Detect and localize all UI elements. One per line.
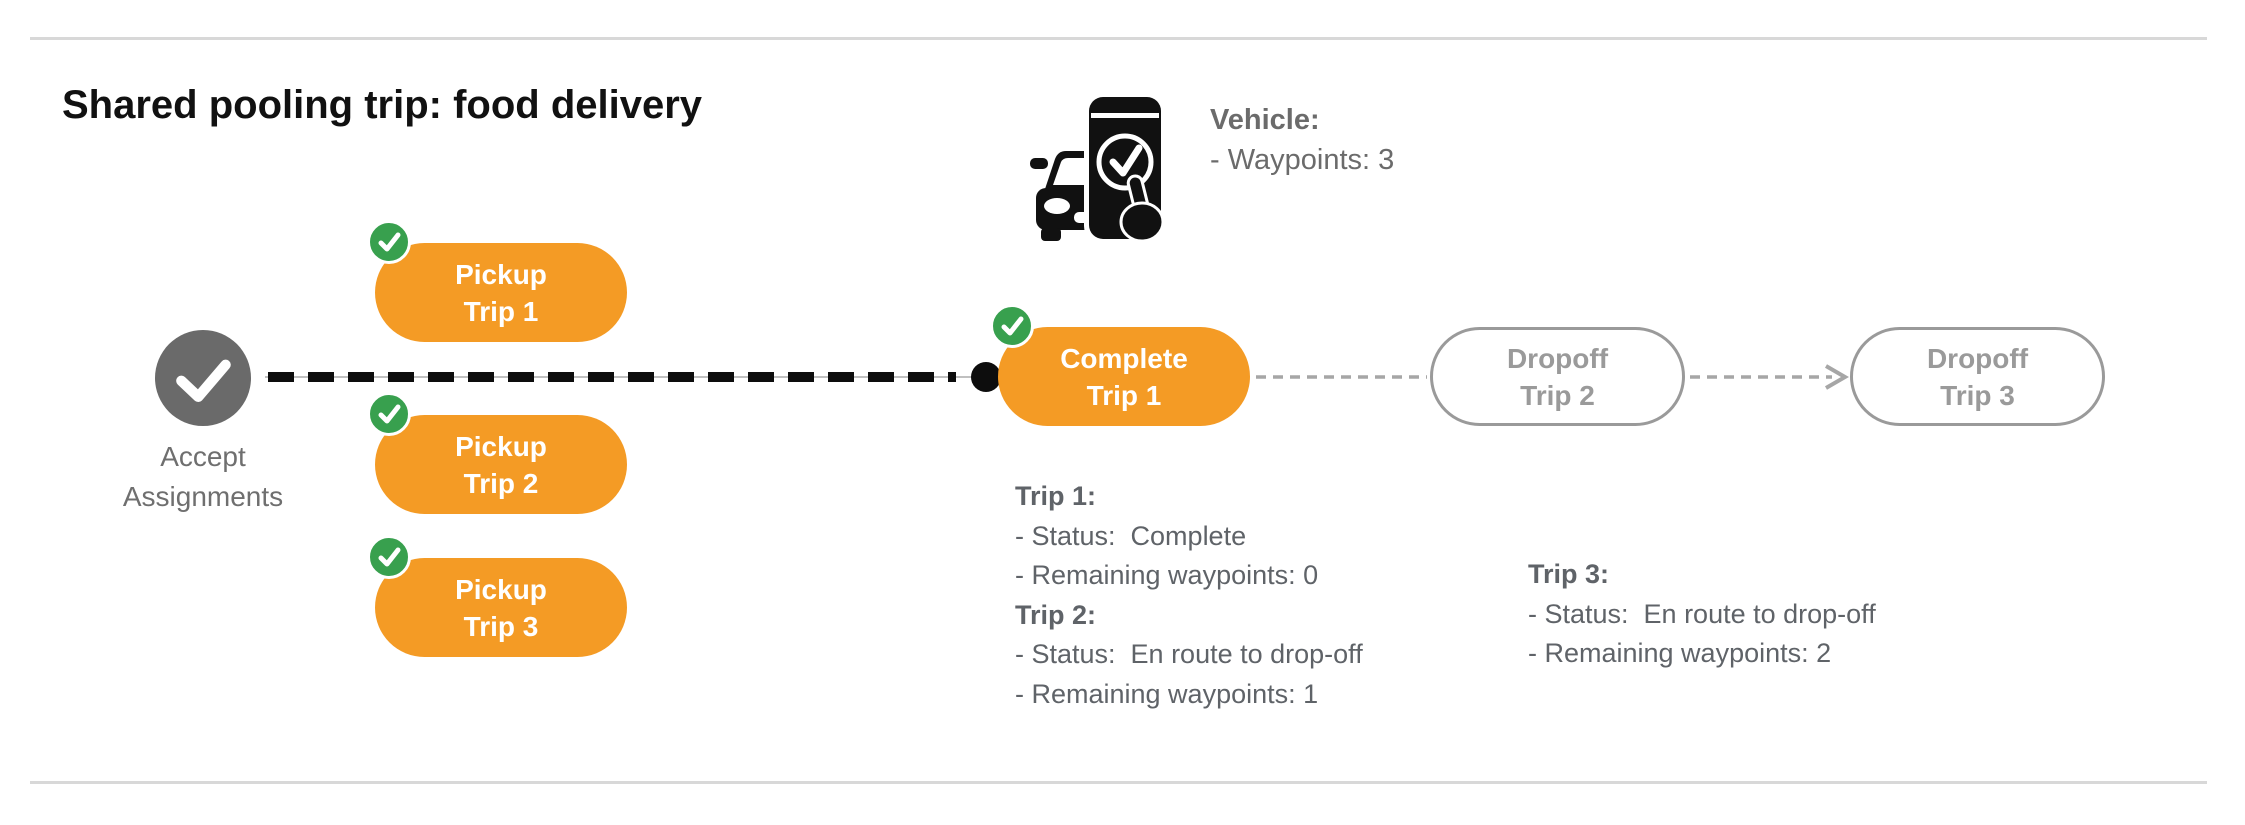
trip-1-waypoints: - Remaining waypoints: 0 [1015,560,1319,590]
current-position-dot [971,362,1001,392]
completed-check-badge [367,392,411,436]
node-complete-trip-1: Complete Trip 1 [990,304,1250,426]
accept-assignments-label: Accept Assignments [122,441,284,512]
top-divider [30,37,2207,40]
trip-3-heading: Trip 3: [1528,559,1610,589]
check-icon [176,359,231,402]
vehicle-info: Vehicle: - Waypoints: 3 [1210,100,1394,180]
node-pickup-trip-1: Pickup Trip 1 [367,220,627,342]
trip-1-heading: Trip 1: [1015,481,1097,511]
bottom-divider [30,781,2207,784]
node-pickup-trip-3: Pickup Trip 3 [367,535,627,657]
hand-shape [1119,174,1165,243]
node-dropoff-trip-2: Dropoff Trip 2 [1430,327,1685,426]
node-dropoff-trip-3: Dropoff Trip 3 [1850,327,2105,426]
trip-2-heading: Trip 2: [1015,599,1097,630]
node-pickup-trip-2: Pickup Trip 2 [367,392,627,514]
trip-3-waypoints: - Remaining waypoints: 2 [1528,638,1832,668]
trip-2-status: - Status: En route to drop-off [1015,639,1363,669]
check-icon [1001,316,1024,336]
check-icon [378,404,401,424]
trip-1-status: - Status: Complete [1015,520,1247,551]
check-icon [378,547,401,567]
completed-check-badge [990,304,1034,348]
trip-2-waypoints: - Remaining waypoints: 1 [1015,678,1319,709]
status-block-trips-1-2: Trip 1: - Status: Complete - Remaining w… [1015,477,1363,714]
trip-3-status: - Status: En route to drop-off [1528,598,1876,629]
accept-assignments-node [155,330,251,426]
page-title: Shared pooling trip: food delivery [62,82,703,127]
arrow-right-icon [1824,364,1849,390]
status-block-trip-3: Trip 3: - Status: En route to drop-off -… [1528,555,1876,674]
completed-check-badge [367,220,411,264]
completed-check-badge [367,535,411,579]
vehicle-label: Vehicle: [1210,104,1320,136]
vehicle-waypoints: - Waypoints: 3 [1210,144,1395,176]
check-icon [378,232,401,252]
car-phone-check-icon [1030,92,1166,244]
